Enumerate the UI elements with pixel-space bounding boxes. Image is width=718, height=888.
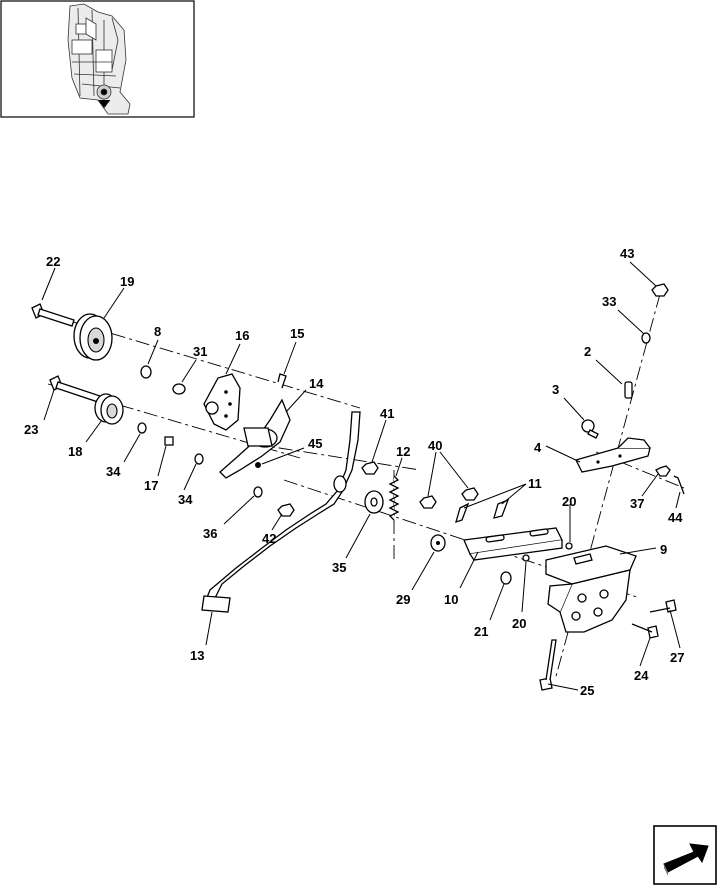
callout-27: 27: [670, 650, 684, 665]
callout-36: 36: [203, 526, 217, 541]
callout-42: 42: [262, 531, 276, 546]
washer-8: [140, 365, 152, 379]
callout-45: 45: [308, 436, 322, 451]
ring-31: [172, 383, 186, 395]
clip-11b: [493, 498, 510, 519]
bushing-3: [581, 419, 599, 439]
bolt-27: [649, 599, 677, 613]
callout-2: 2: [584, 344, 591, 359]
bolt-23: [49, 375, 101, 403]
location-thumbnail: [0, 0, 195, 118]
fitting-45: [255, 462, 261, 468]
pedal-lever-13: [201, 411, 361, 613]
pin-20a: [565, 542, 573, 550]
latch-4: [575, 437, 651, 473]
callout-labels: 22 19 8 31 16 15 14 23 18 34 17 34 45 36…: [24, 246, 684, 698]
callout-40: 40: [428, 438, 442, 453]
nut-43: [651, 283, 669, 297]
machine-frame-thumbnail-icon: [67, 3, 131, 115]
callout-4: 4: [534, 440, 542, 455]
washer-34b: [194, 453, 204, 465]
nut-41: [361, 461, 379, 475]
washer-36: [253, 486, 263, 498]
next-page-button[interactable]: [653, 825, 717, 885]
callout-29: 29: [396, 592, 410, 607]
nut-40b: [461, 487, 479, 501]
bracket-arm-14: [219, 398, 291, 479]
callout-10: 10: [444, 592, 458, 607]
next-page-arrow-icon: [663, 843, 709, 876]
mounting-bracket-9: [545, 545, 637, 633]
callout-12: 12: [396, 444, 410, 459]
ring-21: [500, 571, 512, 585]
callout-43: 43: [620, 246, 634, 261]
bolt-25: [539, 639, 557, 691]
callout-14: 14: [309, 376, 324, 391]
callout-24: 24: [634, 668, 649, 683]
washer-34a: [137, 422, 147, 434]
callout-20b: 20: [512, 616, 526, 631]
nut-42: [277, 503, 295, 517]
callout-41: 41: [380, 406, 394, 421]
nut-37: [655, 465, 671, 477]
callout-34a: 34: [106, 464, 121, 479]
pin-44: [673, 475, 685, 495]
callout-37: 37: [630, 496, 644, 511]
callout-33: 33: [602, 294, 616, 309]
bolt-22: [31, 303, 75, 327]
clip-11a: [455, 502, 470, 524]
plate-16: [203, 373, 241, 431]
pulley-19: [73, 313, 113, 361]
clip-15: [277, 373, 287, 389]
callout-23: 23: [24, 422, 38, 437]
callout-13: 13: [190, 648, 204, 663]
callout-19: 19: [120, 274, 134, 289]
washer-33: [641, 332, 651, 344]
slotted-link-10: [463, 527, 563, 561]
callout-25: 25: [580, 683, 594, 698]
callout-17: 17: [144, 478, 158, 493]
pin-20b: [522, 554, 530, 562]
callout-31: 31: [193, 344, 207, 359]
callout-8: 8: [154, 324, 161, 339]
callout-22: 22: [46, 254, 60, 269]
callout-15: 15: [290, 326, 304, 341]
pulley-18: [94, 393, 124, 425]
callout-21: 21: [474, 624, 488, 639]
pin-2: [624, 381, 633, 399]
spring-12: [388, 475, 400, 521]
callout-9: 9: [660, 542, 667, 557]
callout-11: 11: [528, 476, 542, 491]
nut-40a: [419, 495, 437, 509]
callout-44: 44: [668, 510, 683, 525]
spacer-17: [164, 436, 174, 446]
leader-lines: [41, 261, 681, 691]
callout-18: 18: [68, 444, 82, 459]
callout-16: 16: [235, 328, 249, 343]
callout-34b: 34: [178, 492, 193, 507]
callout-35: 35: [332, 560, 346, 575]
callout-20a: 20: [562, 494, 576, 509]
bolt-24: [631, 623, 659, 639]
callout-3: 3: [552, 382, 559, 397]
